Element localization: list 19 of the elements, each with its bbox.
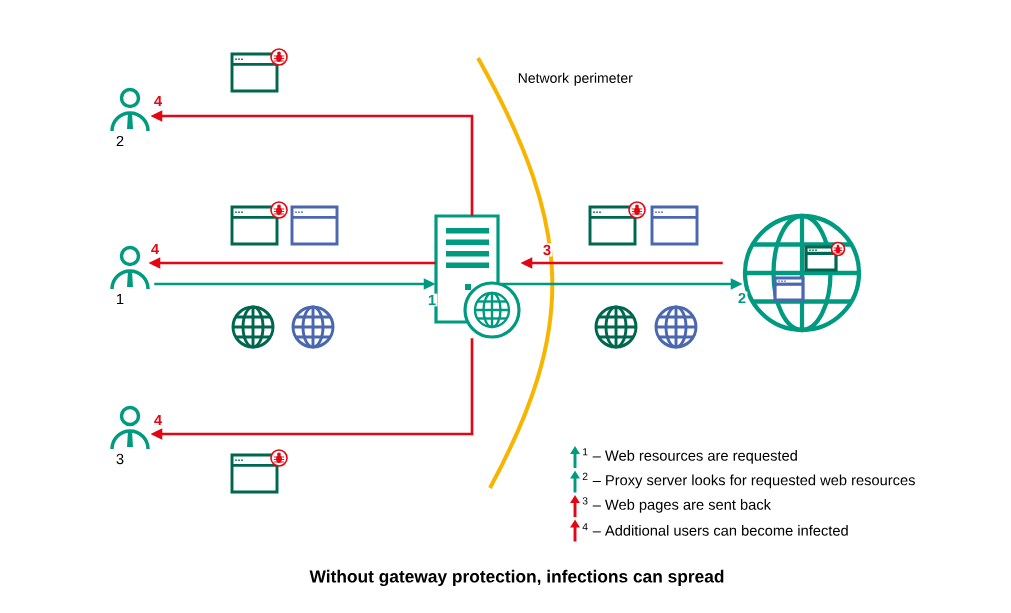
proxy-server-icon: [434, 214, 521, 339]
edge-label: 1: [428, 294, 436, 306]
user-number: 3: [116, 453, 124, 465]
caption: Without gateway protection, infections can spread: [309, 569, 724, 587]
edge-label: 4: [154, 414, 162, 426]
user-icon: [110, 87, 150, 132]
legend-text: $^{1}$ – Web resources are requested: [583, 448, 797, 464]
legend-text: $^{4}$ – Additional users can become infected: [582, 523, 848, 536]
user-number: 2: [116, 135, 124, 147]
edge-label: 4: [154, 95, 162, 107]
edge-label: 4: [151, 243, 159, 255]
edge-label: 3: [543, 244, 551, 256]
legend-text: $^{3}$ – Web pages are sent back: [582, 497, 771, 513]
user-icon: [110, 405, 150, 450]
user-icon: [110, 245, 150, 290]
user-number: 1: [117, 293, 124, 305]
perimeter-label: Network perimeter: [518, 72, 633, 86]
edge-label: 2: [738, 292, 746, 304]
legend-text: $^{2}$ – Proxy server looks for requested web resources: [582, 472, 915, 489]
